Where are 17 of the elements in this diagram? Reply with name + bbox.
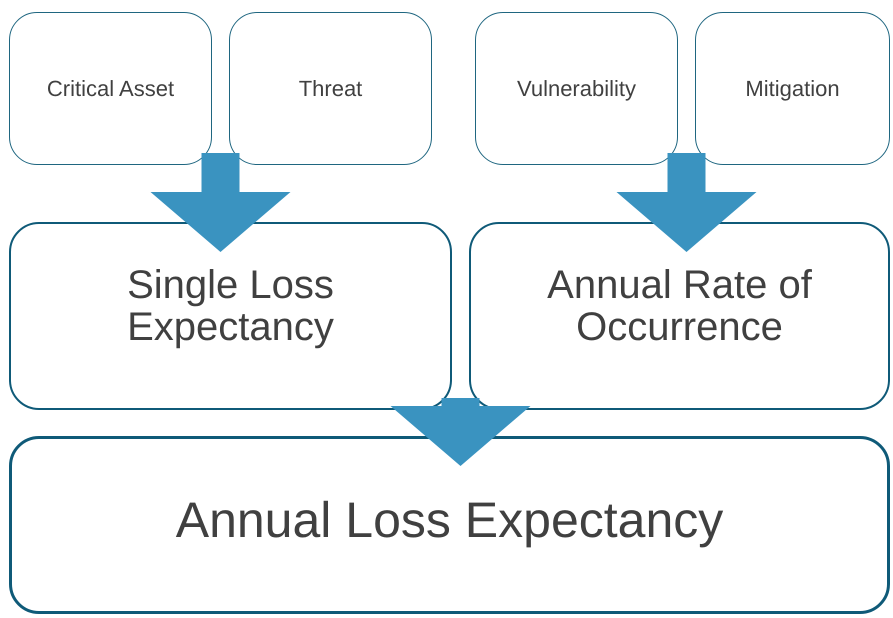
box-label: Threat xyxy=(298,76,362,100)
rounded-box xyxy=(475,12,678,165)
box-label: Mitigation xyxy=(745,76,840,100)
block-arrow xyxy=(390,398,530,466)
block-arrow xyxy=(616,153,756,252)
rounded-box xyxy=(229,12,432,165)
box-label: Annual Loss Expectancy xyxy=(176,494,724,546)
rounded-box xyxy=(9,436,890,614)
box-label: Vulnerability xyxy=(516,76,636,100)
box-label: Single Loss Expectancy xyxy=(126,264,335,348)
rounded-box xyxy=(9,222,452,410)
rounded-box xyxy=(469,222,890,410)
box-label: Annual Rate of Occurrence xyxy=(546,264,813,348)
box-label: Critical Asset xyxy=(46,76,174,100)
rounded-box xyxy=(9,12,212,165)
block-arrow xyxy=(150,153,290,252)
rounded-box xyxy=(695,12,890,165)
